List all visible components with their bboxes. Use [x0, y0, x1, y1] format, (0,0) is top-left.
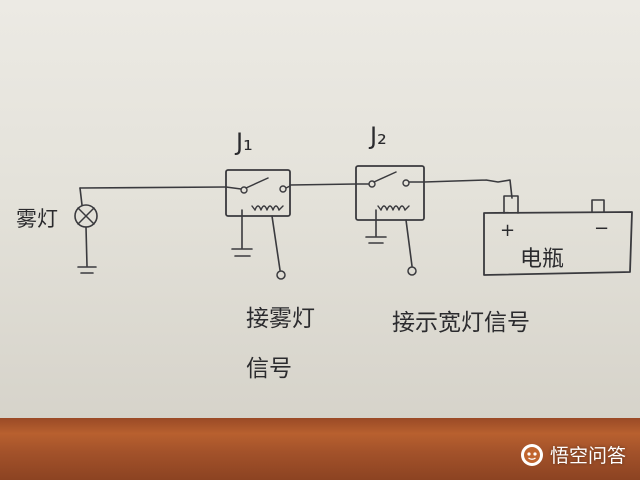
j1-input-label-line1: 接雾灯 — [246, 306, 315, 332]
battery-negative-label: − — [594, 218, 609, 239]
battery-symbol — [483, 195, 633, 276]
watermark: 悟空问答 — [520, 441, 626, 468]
relay-j1 — [225, 169, 291, 280]
relay-j2 — [355, 165, 425, 276]
j1-input-label-line2: 信号 — [246, 356, 292, 382]
j2-input-label: 接示宽灯信号 — [392, 310, 530, 336]
fog-lamp-label: 雾灯 — [16, 207, 58, 231]
main-wire — [79, 179, 513, 199]
relay-j1-label: J₁ — [234, 128, 253, 156]
battery-label: 电瓶 — [520, 247, 564, 272]
watermark-text: 悟空问答 — [549, 445, 626, 467]
relay-j2-label: J₂ — [368, 122, 387, 150]
paper-background — [0, 0, 640, 422]
wukong-logo-icon — [520, 443, 543, 466]
fog-lamp-symbol — [74, 187, 98, 274]
battery-positive-label: + — [500, 220, 515, 241]
